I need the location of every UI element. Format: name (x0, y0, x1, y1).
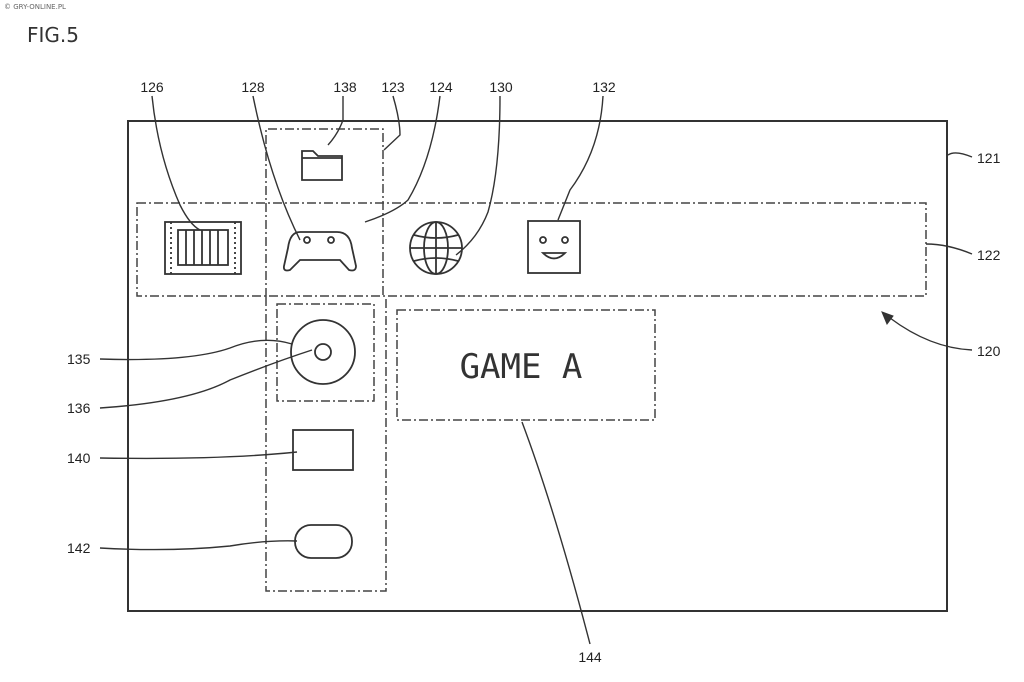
folder-icon (301, 150, 343, 181)
ref-120: 120 (977, 343, 1001, 359)
ref-142: 142 (67, 540, 91, 556)
ref-130: 130 (489, 79, 513, 95)
horizontal-menu-bar (136, 202, 927, 297)
figure-label: FIG.5 (27, 23, 79, 47)
ref-121: 121 (977, 150, 1001, 166)
ref-138: 138 (333, 79, 357, 95)
ref-126: 126 (140, 79, 164, 95)
vertical-menu-column-upper (265, 128, 384, 297)
screen-frame (127, 120, 948, 612)
gamepad-icon (282, 231, 357, 272)
ref-144: 144 (578, 649, 602, 665)
ref-122: 122 (977, 247, 1001, 263)
film-icon (164, 221, 242, 275)
ref-128: 128 (241, 79, 265, 95)
leader-lines (99, 95, 973, 645)
ref-132: 132 (592, 79, 616, 95)
ref-123: 123 (381, 79, 405, 95)
game-title: GAME A (460, 347, 583, 387)
watermark: © GRY-ONLINE.PL (4, 3, 66, 11)
rounded-item-icon (294, 524, 353, 559)
globe-icon (409, 221, 463, 275)
rectangle-item-icon (292, 429, 354, 471)
selected-item-box (276, 303, 375, 402)
ref-124: 124 (429, 79, 453, 95)
vertical-menu-column-lower (265, 297, 387, 592)
ref-136: 136 (67, 400, 91, 416)
game-title-box (396, 309, 656, 421)
disc-icon (290, 319, 356, 385)
smiley-face-icon (527, 220, 581, 274)
ref-140: 140 (67, 450, 91, 466)
ref-135: 135 (67, 351, 91, 367)
